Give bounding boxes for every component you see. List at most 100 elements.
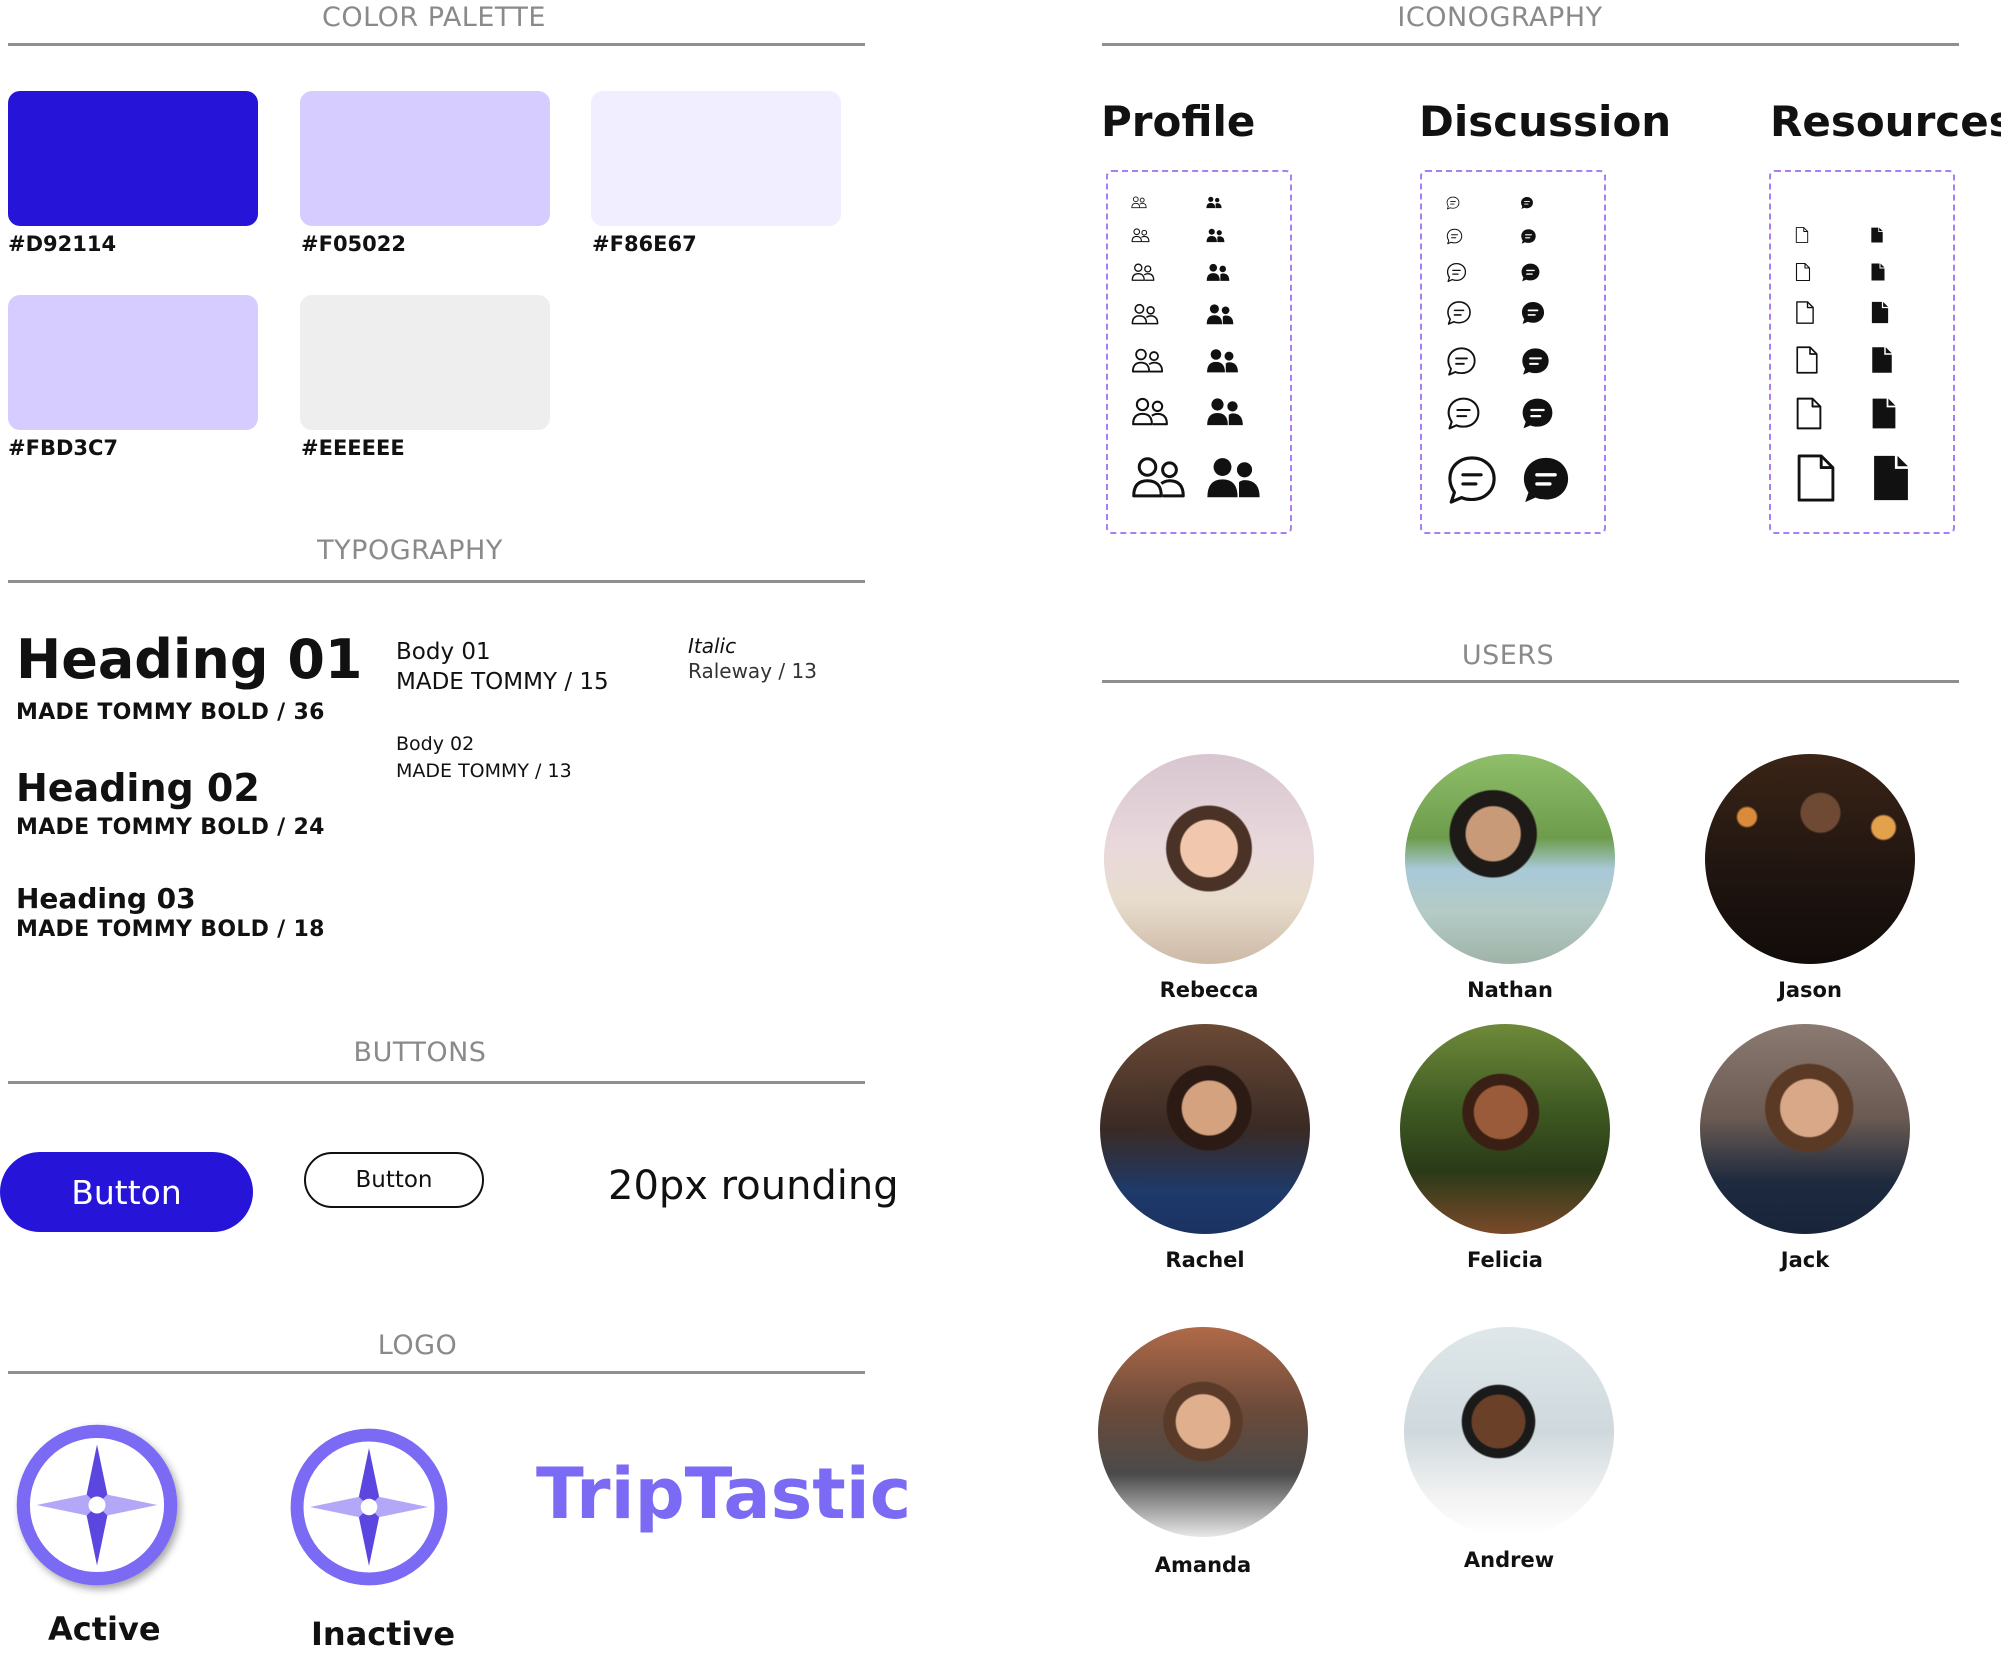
color-swatch-4 <box>8 295 258 430</box>
avatar-jack[interactable] <box>1700 1024 1910 1234</box>
user-name: Andrew <box>1463 1548 1555 1572</box>
wordmark-logo: TripTastic <box>536 1453 912 1535</box>
chat-filled-icon <box>1520 196 1534 210</box>
compass-logo-inactive-icon <box>286 1424 452 1590</box>
document-filled-icon <box>1870 345 1894 375</box>
chat-outline-icon <box>1446 196 1460 210</box>
avatar-rebecca[interactable] <box>1104 754 1314 964</box>
body-02-sample: Body 02 <box>396 733 475 755</box>
chat-outline-icon <box>1446 228 1463 245</box>
compass-logo-active-icon <box>12 1420 182 1590</box>
section-title-iconography: ICONOGRAPHY <box>1397 2 1603 33</box>
body-01-spec: MADE TOMMY / 15 <box>396 669 609 695</box>
document-filled-icon <box>1870 300 1890 325</box>
avatar-felicia[interactable] <box>1400 1024 1610 1234</box>
divider <box>8 43 865 46</box>
divider <box>1102 680 1959 683</box>
users-outline-icon <box>1131 303 1159 326</box>
users-filled-icon <box>1206 397 1244 427</box>
users-outline-icon <box>1131 397 1169 427</box>
color-swatch-label: #EEEEEE <box>301 436 405 460</box>
avatar-amanda[interactable] <box>1098 1327 1308 1537</box>
users-filled-icon <box>1206 348 1239 374</box>
avatar-rachel[interactable] <box>1100 1024 1310 1234</box>
document-outline-icon <box>1795 300 1815 325</box>
body-01-sample: Body 01 <box>396 639 491 665</box>
users-outline-icon <box>1131 263 1155 282</box>
chat-outline-icon <box>1446 262 1467 283</box>
section-title-color-palette: COLOR PALETTE <box>322 2 546 33</box>
user-name: Nathan <box>1467 978 1553 1002</box>
outline-button[interactable]: Button <box>304 1152 484 1208</box>
users-outline-icon <box>1131 196 1147 209</box>
body-02-spec: MADE TOMMY / 13 <box>396 760 572 782</box>
chat-filled-icon <box>1520 454 1572 506</box>
chat-outline-icon <box>1446 346 1477 377</box>
divider <box>1102 43 1959 46</box>
users-filled-icon <box>1206 228 1225 243</box>
logo-active-label: Active <box>48 1610 161 1648</box>
document-filled-icon <box>1870 226 1884 244</box>
divider <box>8 580 865 583</box>
chat-filled-icon <box>1520 346 1551 377</box>
heading-03-spec: MADE TOMMY BOLD / 18 <box>16 917 325 942</box>
color-swatch-2 <box>300 91 550 226</box>
color-swatch-label: #F86E67 <box>592 232 697 256</box>
user-name: Amanda <box>1154 1553 1252 1577</box>
chat-outline-icon <box>1446 396 1481 431</box>
section-title-buttons: BUTTONS <box>353 1037 487 1068</box>
color-swatch-1 <box>8 91 258 226</box>
user-name: Rachel <box>1165 1248 1245 1272</box>
chat-outline-icon <box>1446 454 1498 506</box>
users-filled-icon <box>1206 196 1222 209</box>
section-title-users: USERS <box>1461 640 1555 671</box>
color-swatch-label: #D92114 <box>8 232 117 256</box>
divider <box>8 1081 865 1084</box>
divider <box>8 1371 865 1374</box>
users-filled-icon <box>1206 303 1234 326</box>
heading-01-sample: Heading 01 <box>16 628 363 691</box>
heading-02-sample: Heading 02 <box>16 766 260 810</box>
document-outline-icon <box>1795 262 1811 282</box>
chat-filled-icon <box>1520 228 1537 245</box>
section-title-logo: LOGO <box>377 1330 458 1361</box>
users-outline-icon <box>1131 456 1186 500</box>
chat-filled-icon <box>1520 300 1546 326</box>
document-filled-icon <box>1870 452 1912 504</box>
icon-set-discussion <box>1420 170 1606 534</box>
color-swatch-label: #FBD3C7 <box>8 436 119 460</box>
avatar-nathan[interactable] <box>1405 754 1615 964</box>
document-outline-icon <box>1795 226 1809 244</box>
heading-03-sample: Heading 03 <box>16 882 196 915</box>
document-filled-icon <box>1870 262 1886 282</box>
users-filled-icon <box>1206 263 1230 282</box>
chat-filled-icon <box>1520 262 1541 283</box>
icon-set-profile <box>1106 170 1292 534</box>
icon-group-title-resources: Resources <box>1770 97 2001 146</box>
document-outline-icon <box>1795 396 1823 431</box>
user-name: Jack <box>1780 1248 1830 1272</box>
avatar-andrew[interactable] <box>1404 1327 1614 1537</box>
rounding-note: 20px rounding <box>608 1163 899 1209</box>
document-filled-icon <box>1870 396 1898 431</box>
heading-01-spec: MADE TOMMY BOLD / 36 <box>16 700 325 725</box>
icon-set-resources <box>1769 170 1955 534</box>
color-swatch-label: #F05022 <box>301 232 406 256</box>
chat-outline-icon <box>1446 300 1472 326</box>
document-outline-icon <box>1795 452 1837 504</box>
icon-group-title-discussion: Discussion <box>1419 97 1672 146</box>
users-outline-icon <box>1131 228 1150 243</box>
users-outline-icon <box>1131 348 1164 374</box>
section-title-typography: TYPOGRAPHY <box>317 535 503 566</box>
italic-spec: Raleway / 13 <box>688 659 817 683</box>
color-swatch-5 <box>300 295 550 430</box>
user-name: Jason <box>1778 978 1842 1002</box>
primary-button[interactable]: Button <box>0 1152 253 1232</box>
avatar-jason[interactable] <box>1705 754 1915 964</box>
users-filled-icon <box>1206 456 1261 500</box>
user-name: Felicia <box>1467 1248 1543 1272</box>
color-swatch-3 <box>591 91 841 226</box>
icon-group-title-profile: Profile <box>1101 97 1256 146</box>
document-outline-icon <box>1795 345 1819 375</box>
heading-02-spec: MADE TOMMY BOLD / 24 <box>16 815 325 840</box>
